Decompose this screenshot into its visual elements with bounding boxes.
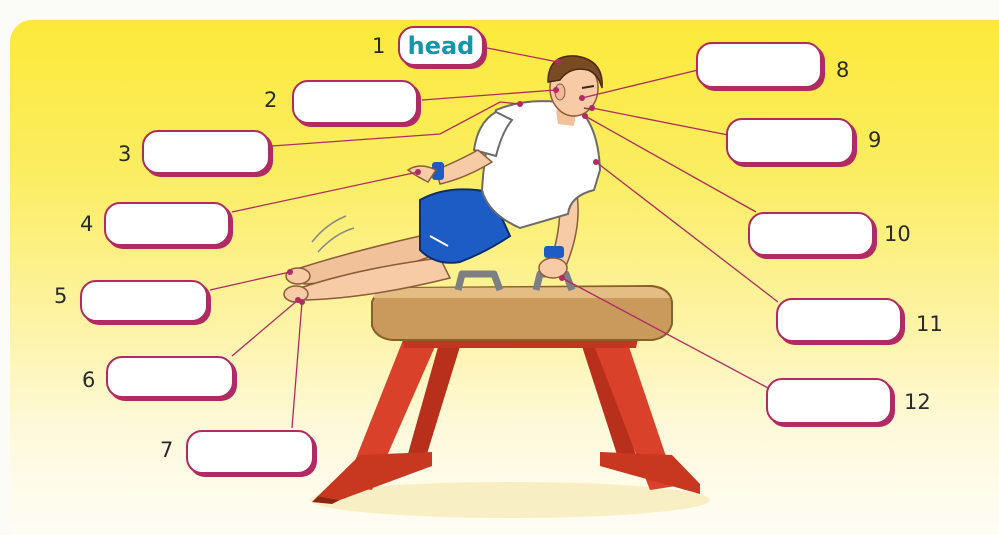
label-number-9: 9 (868, 130, 881, 151)
label-box-1[interactable]: head (398, 26, 484, 66)
label-box-10[interactable] (748, 212, 874, 256)
label-box-5[interactable] (80, 280, 208, 322)
label-number-10: 10 (884, 224, 911, 245)
label-box-3[interactable] (142, 130, 270, 174)
label-box-4[interactable] (104, 202, 230, 246)
label-number-11: 11 (916, 314, 943, 335)
label-number-2: 2 (264, 90, 277, 111)
label-number-3: 3 (118, 144, 131, 165)
label-box-7[interactable] (186, 430, 314, 474)
label-box-8[interactable] (696, 42, 822, 88)
label-box-11[interactable] (776, 298, 902, 342)
label-box-2[interactable] (292, 80, 418, 124)
label-number-1: 1 (372, 36, 385, 57)
label-number-5: 5 (54, 286, 67, 307)
motion-lines (312, 216, 354, 252)
label-number-4: 4 (80, 214, 93, 235)
label-box-6[interactable] (106, 356, 234, 398)
gymnast-illustration (10, 20, 999, 535)
label-number-6: 6 (82, 370, 95, 391)
label-number-7: 7 (160, 440, 173, 461)
worksheet-panel: 1 2 3 4 5 6 7 8 9 10 11 12 head (10, 20, 999, 535)
label-number-12: 12 (904, 392, 931, 413)
label-answer-1: head (408, 34, 475, 58)
label-box-9[interactable] (726, 118, 854, 164)
label-box-12[interactable] (766, 378, 892, 424)
pommel-horse (312, 274, 700, 504)
label-number-8: 8 (836, 60, 849, 81)
